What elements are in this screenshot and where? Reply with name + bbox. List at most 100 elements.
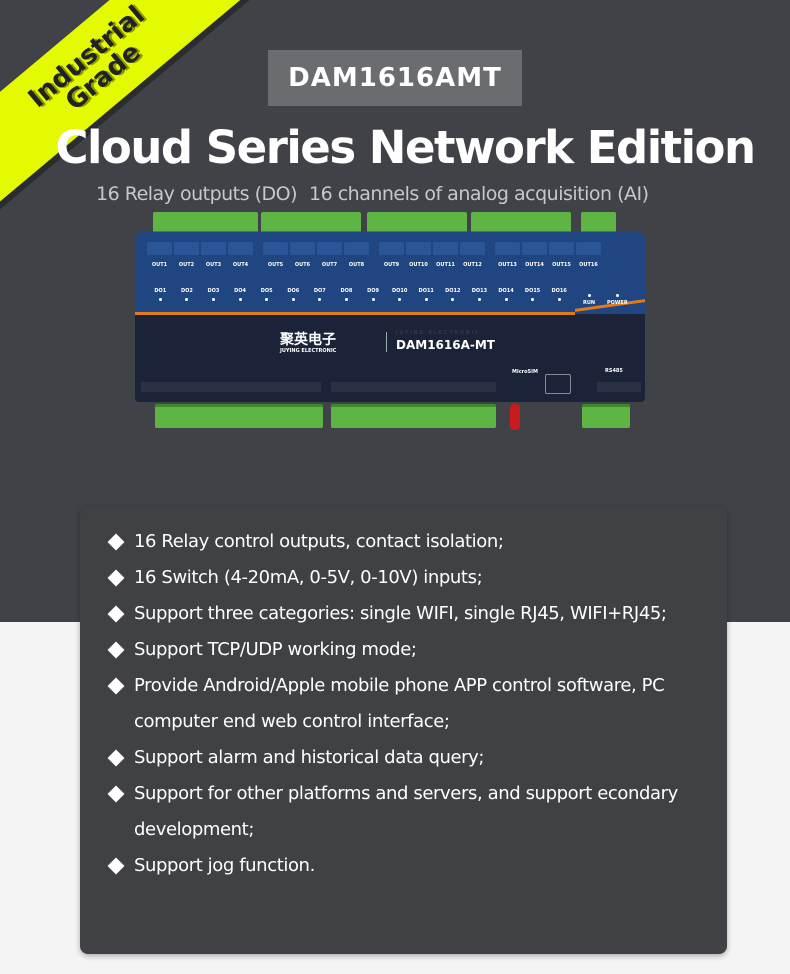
do-label: DO4 <box>234 288 247 294</box>
relay-output: OUT13 <box>495 242 520 269</box>
relay-icon <box>147 242 172 255</box>
do-led: DO14 <box>493 288 520 301</box>
relay-output: OUT16 <box>576 242 601 269</box>
feature-item: Support three categories: single WIFI, s… <box>107 596 727 632</box>
output-label: OUT4 <box>232 262 249 268</box>
relay-output: OUT3 <box>201 242 226 269</box>
output-label: OUT2 <box>178 262 195 268</box>
output-label: OUT12 <box>463 262 482 268</box>
relay-output: OUT4 <box>228 242 253 269</box>
led-dot <box>531 298 535 301</box>
do-label: DO16 <box>551 288 567 294</box>
microsim-label: MicroSIM <box>512 369 538 375</box>
power-label: POWER <box>607 300 628 306</box>
relay-icon <box>433 242 458 255</box>
feature-item: 16 Switch (4-20mA, 0-5V, 0-10V) inputs; <box>107 560 727 596</box>
output-label: OUT8 <box>348 262 365 268</box>
brand-en: JUYING ELECTRONIC <box>280 348 337 354</box>
diamond-bullet-icon <box>107 569 125 587</box>
relay-icon <box>379 242 404 255</box>
feature-text: Support TCP/UDP working mode; <box>134 639 417 660</box>
subtitle-ai: 16 channels of analog acquisition (AI) <box>308 183 649 205</box>
relay-output: OUT12 <box>460 242 485 269</box>
do-led: DO1 <box>147 288 174 301</box>
led-dot <box>451 298 455 301</box>
relay-icon <box>495 242 520 255</box>
led-dot <box>318 298 322 301</box>
feature-text: 16 Relay control outputs, contact isolat… <box>134 531 504 552</box>
relay-icon <box>522 242 547 255</box>
terminal-block <box>471 212 571 234</box>
brand-en-faint: JUYING ELECTRONIC <box>396 330 481 336</box>
run-label: RUN <box>583 300 596 306</box>
do-led: DO8 <box>333 288 360 301</box>
feature-item: 16 Relay control outputs, contact isolat… <box>107 524 727 560</box>
led-dot <box>291 298 295 301</box>
subtitle: 16 Relay outputs (DO) 16 channels of anal… <box>96 180 661 208</box>
relay-output: OUT8 <box>344 242 369 269</box>
terminal-block <box>331 404 496 428</box>
relay-icon <box>317 242 342 255</box>
relay-icon <box>201 242 226 255</box>
do-led: DO9 <box>360 288 387 301</box>
relay-output: OUT5 <box>263 242 288 269</box>
diamond-bullet-icon <box>107 749 125 767</box>
led-dot <box>265 298 269 301</box>
terminal-block <box>581 212 616 234</box>
diamond-bullet-icon <box>107 641 125 659</box>
relay-icon <box>174 242 199 255</box>
do-label: DO2 <box>180 288 193 294</box>
model-label: DAM1616AMT <box>268 50 522 106</box>
relay-output: OUT6 <box>290 242 315 269</box>
relay-icon <box>549 242 574 255</box>
subtitle-do: 16 Relay outputs (DO) <box>96 183 297 205</box>
do-led: DO6 <box>280 288 307 301</box>
relay-output: OUT9 <box>379 242 404 269</box>
diamond-bullet-icon <box>107 677 125 695</box>
device-model: DAM1616A-MT <box>396 338 495 352</box>
relay-output: OUT10 <box>406 242 431 269</box>
led-dot <box>504 298 508 301</box>
relay-icon <box>228 242 253 255</box>
led-dot <box>398 298 402 301</box>
terminal-block <box>261 212 361 234</box>
led-dot <box>424 298 428 301</box>
output-label: OUT6 <box>294 262 311 268</box>
feature-item: Support TCP/UDP working mode; <box>107 632 727 668</box>
led-dot <box>238 298 242 301</box>
relay-output: OUT15 <box>549 242 574 269</box>
diamond-bullet-icon <box>107 857 125 875</box>
do-led: DO5 <box>253 288 280 301</box>
terminal-block <box>367 212 467 234</box>
feature-item: Support for other platforms and servers,… <box>107 776 727 848</box>
output-label: OUT9 <box>383 262 400 268</box>
input-strip <box>331 382 496 392</box>
feature-text: Support three categories: single WIFI, s… <box>134 603 667 624</box>
relay-icon <box>290 242 315 255</box>
relay-output: OUT7 <box>317 242 342 269</box>
output-label: OUT10 <box>409 262 428 268</box>
do-led: DO7 <box>307 288 334 301</box>
relay-icon <box>460 242 485 255</box>
do-label: DO1 <box>154 288 167 294</box>
feature-item: Support alarm and historical data query; <box>107 740 727 776</box>
led-dot <box>344 298 348 301</box>
relay-icon <box>576 242 601 255</box>
led-dot <box>211 298 215 301</box>
do-label: DO9 <box>367 288 379 294</box>
relay-icon <box>263 242 288 255</box>
do-label: DO10 <box>391 288 408 294</box>
feature-item: Provide Android/Apple mobile phone APP c… <box>107 668 727 740</box>
output-label: OUT15 <box>552 262 571 268</box>
output-label: OUT14 <box>525 262 544 268</box>
do-label: DO12 <box>445 288 461 294</box>
output-label: OUT7 <box>321 262 338 268</box>
relay-icon <box>406 242 431 255</box>
do-label: DO14 <box>498 288 514 294</box>
do-led: DO3 <box>200 288 227 301</box>
features-card: 16 Relay control outputs, contact isolat… <box>80 507 727 954</box>
do-led: DO10 <box>386 288 413 301</box>
